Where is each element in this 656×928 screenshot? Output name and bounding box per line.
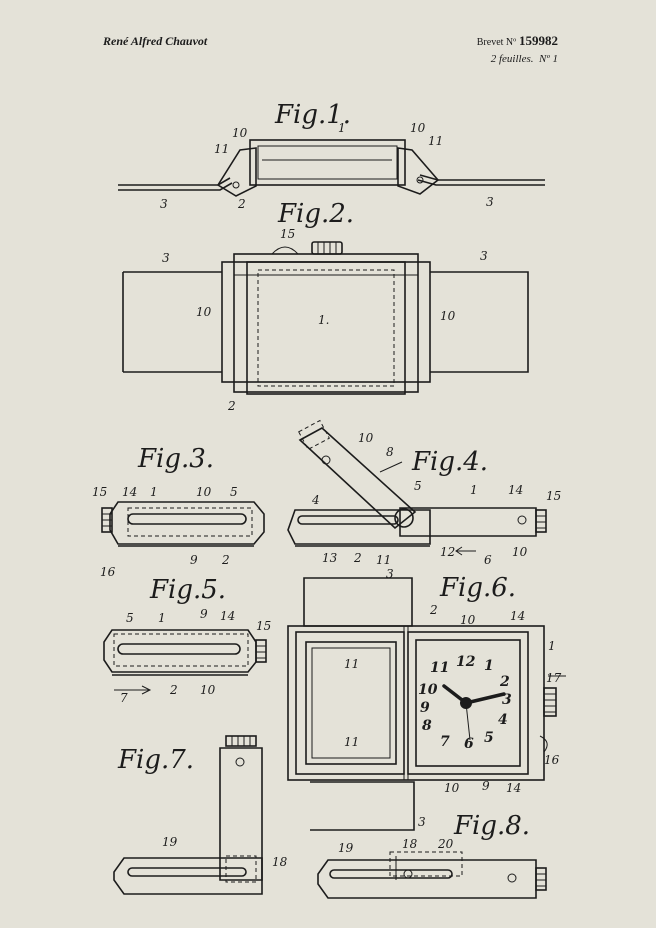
- ref-3: 3: [418, 815, 426, 829]
- ref-14: 14: [508, 483, 523, 497]
- dial-3: 3: [502, 692, 512, 708]
- ref-1: 1: [470, 483, 478, 497]
- ref-18: 18: [272, 855, 288, 869]
- fig8-bar: [317, 851, 547, 899]
- ref-5: 5: [230, 485, 238, 499]
- ref-11: 11: [344, 735, 359, 749]
- ref-4: 4: [311, 493, 320, 507]
- fig6-label: Fig.6.: [439, 573, 516, 603]
- ref-6: 6: [484, 553, 492, 567]
- ref-5: 5: [126, 611, 134, 625]
- dial-6: 6: [464, 736, 474, 752]
- dial-10: 10: [418, 682, 438, 698]
- fig2-top-view: [122, 241, 529, 395]
- dial-1: 1: [484, 658, 494, 674]
- ref-20: 20: [437, 837, 454, 851]
- dial-7: 7: [440, 734, 450, 750]
- fig7-bar: [113, 735, 263, 895]
- ref-10: 10: [444, 781, 460, 795]
- ref-10: 10: [196, 305, 212, 319]
- dial-9: 9: [420, 700, 430, 716]
- inventor-name: René Alfred Chauvot: [103, 34, 208, 48]
- ref-5: 5: [414, 479, 422, 493]
- ref-10: 10: [410, 121, 426, 135]
- fig3-label: Fig.3.: [137, 444, 214, 474]
- ref-9: 9: [482, 779, 490, 793]
- ref-10: 10: [512, 545, 528, 559]
- fig3-bar: [101, 501, 265, 547]
- ref-18: 18: [402, 837, 418, 851]
- ref-10: 10: [200, 683, 216, 697]
- ref-1: 1: [150, 485, 158, 499]
- dial-5: 5: [484, 730, 494, 746]
- ref-2: 2: [429, 603, 438, 617]
- ref-14: 14: [122, 485, 137, 499]
- fig4-label: Fig.4.: [411, 447, 488, 477]
- brevet-number: 159982: [519, 33, 558, 48]
- ref-12: 12: [440, 545, 455, 559]
- sheet-count: 2 feuilles.: [490, 53, 534, 65]
- fig1-side-view: [118, 139, 545, 197]
- ref-3: 3: [480, 249, 488, 263]
- ref-19: 19: [162, 835, 178, 849]
- ref-10: 10: [196, 485, 212, 499]
- ref-1: 1.: [318, 313, 329, 327]
- ref-8: 8: [386, 445, 394, 459]
- fig5-label: Fig.5.: [149, 575, 226, 605]
- ref-14: 14: [506, 781, 521, 795]
- fig7-label: Fig.7.: [117, 745, 194, 775]
- dial-12: 12: [456, 654, 476, 670]
- fig6-watch: [287, 577, 566, 831]
- ref-16: 16: [100, 565, 116, 579]
- fig5-bar: [103, 629, 267, 695]
- ref-10: 10: [232, 126, 248, 140]
- ref-11: 11: [214, 142, 229, 156]
- ref-10: 10: [460, 613, 476, 627]
- ref-3: 3: [162, 251, 170, 265]
- ref-17: 17: [546, 671, 562, 685]
- ref-1: 1: [158, 611, 166, 625]
- ref-9: 9: [190, 553, 198, 567]
- ref-15: 15: [280, 227, 295, 241]
- ref-15: 15: [92, 485, 107, 499]
- ref-14: 14: [220, 609, 235, 623]
- dial-11: 11: [430, 660, 449, 676]
- ref-7: 7: [120, 691, 128, 705]
- ref-16: 16: [544, 753, 560, 767]
- ref-3: 3: [160, 197, 168, 211]
- ref-15: 15: [256, 619, 271, 633]
- fig1-label: Fig.1.: [274, 100, 351, 130]
- brevet-label: Brevet Nº: [476, 37, 517, 48]
- ref-11: 11: [376, 553, 391, 567]
- ref-2: 2: [227, 399, 236, 413]
- patent-header: Brevet Nº 159982 2 feuilles. Nº 1: [477, 33, 558, 67]
- ref-14: 14: [510, 609, 525, 623]
- dial-4: 4: [498, 712, 508, 728]
- fig6-dial-numerals: 12 1 2 3 4 5 6 7 8 9 10 11: [418, 654, 512, 752]
- ref-11: 11: [344, 657, 359, 671]
- ref-2: 2: [169, 683, 178, 697]
- ref-13: 13: [322, 551, 338, 565]
- sheet-number: Nº 1: [539, 53, 558, 65]
- ref-9: 9: [200, 607, 208, 621]
- ref-1: 1: [338, 121, 346, 135]
- ref-15: 15: [546, 489, 561, 503]
- ref-19: 19: [338, 841, 354, 855]
- fig4-bar: [287, 419, 547, 556]
- ref-10: 10: [440, 309, 456, 323]
- dial-2: 2: [499, 674, 510, 690]
- dial-8: 8: [422, 718, 432, 734]
- ref-10: 10: [358, 431, 374, 445]
- ref-1: 1: [548, 639, 556, 653]
- ref-2: 2: [237, 197, 246, 211]
- fig2-label: Fig.2.: [277, 199, 354, 229]
- ref-3: 3: [386, 567, 394, 581]
- ref-2: 2: [353, 551, 362, 565]
- fig8-label: Fig.8.: [453, 811, 530, 841]
- ref-3: 3: [486, 195, 494, 209]
- ref-11: 11: [428, 134, 443, 148]
- ref-2: 2: [221, 553, 230, 567]
